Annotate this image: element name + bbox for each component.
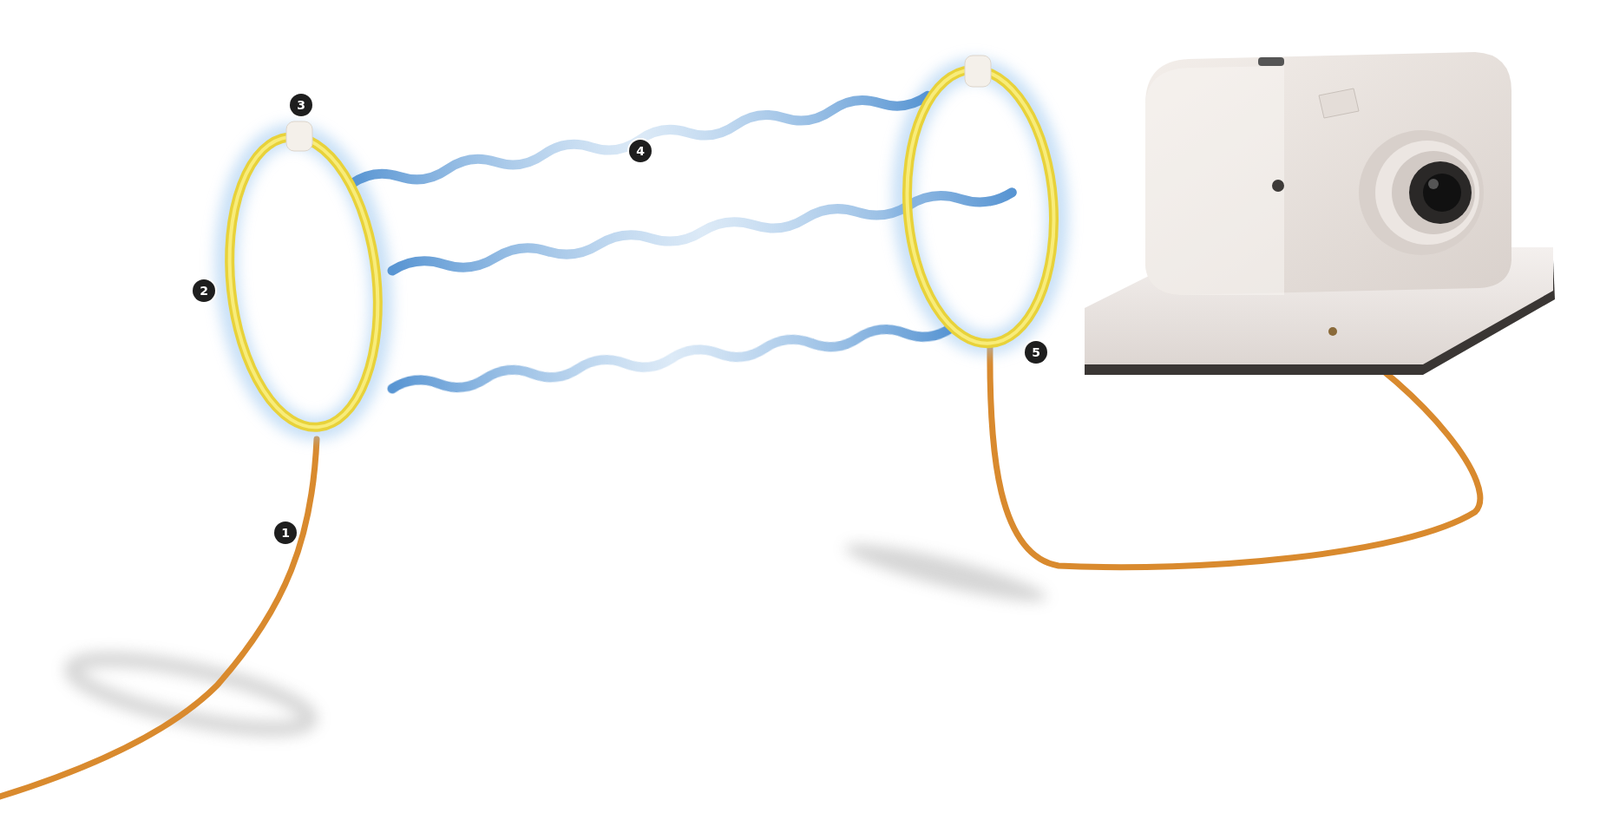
shadow xyxy=(66,533,1050,743)
camera xyxy=(1145,52,1512,296)
callout-number: 5 xyxy=(1024,340,1048,364)
callout-number: 3 xyxy=(289,93,313,117)
transmitter-coil xyxy=(216,121,392,435)
coil-glow xyxy=(212,64,1067,437)
receiver-coil xyxy=(898,55,1063,348)
callout-number: 4 xyxy=(629,139,652,163)
callout-number: 2 xyxy=(192,279,216,302)
power-cable xyxy=(0,439,317,797)
callout-number: 1 xyxy=(274,521,297,545)
